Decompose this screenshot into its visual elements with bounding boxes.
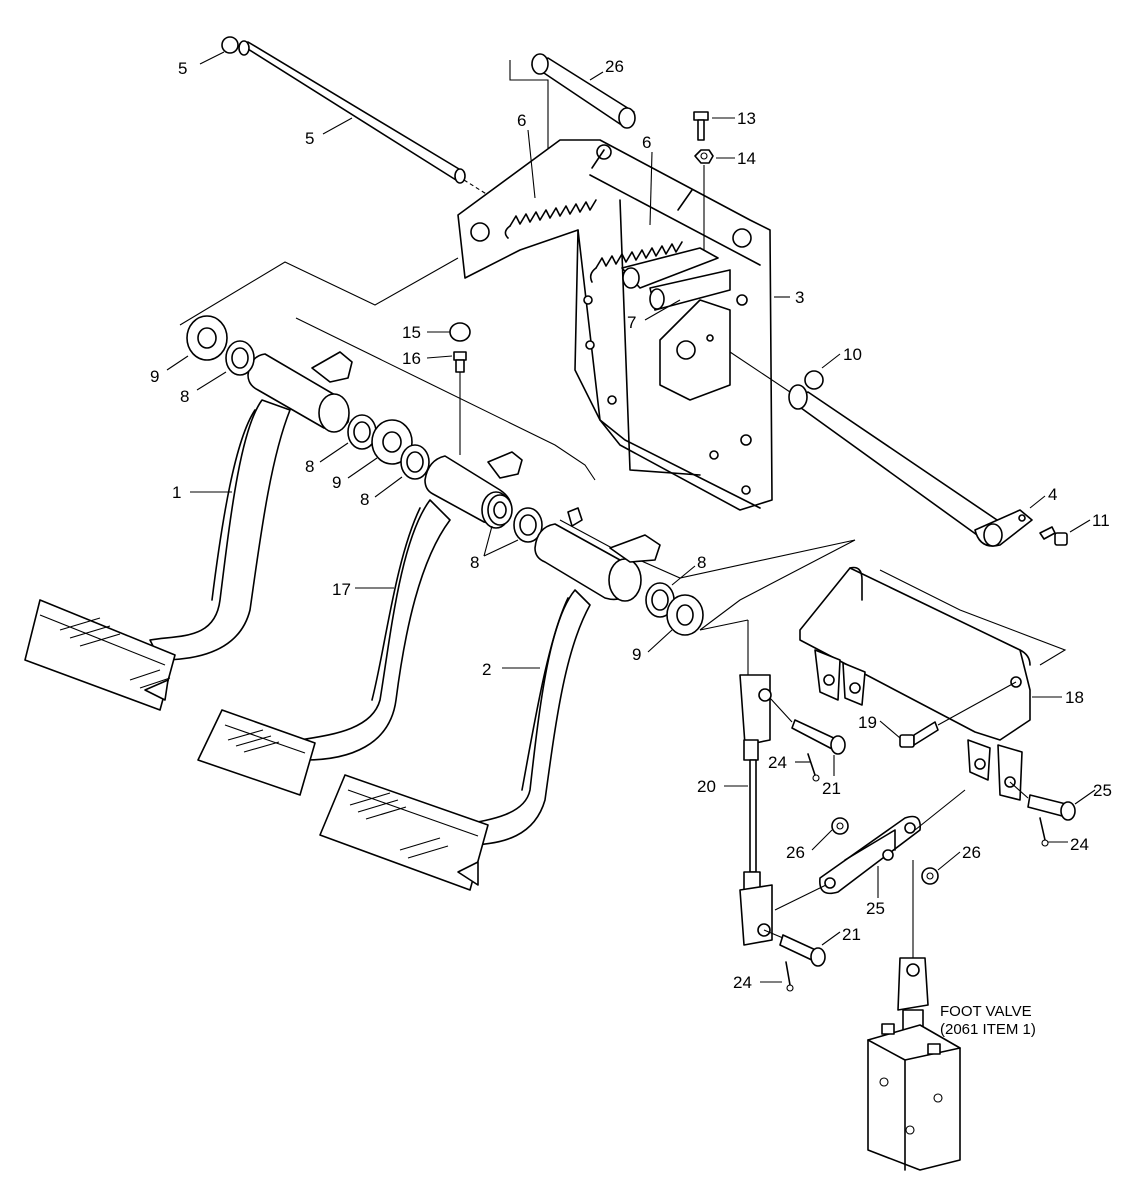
- cross-shaft-part: [729, 351, 1033, 547]
- callout-16: 16: [402, 349, 421, 368]
- callout-5: 5: [305, 129, 314, 148]
- pin-part: [1009, 781, 1076, 821]
- callout-21-a: 21: [822, 779, 841, 798]
- callout-10-top: 5: [178, 59, 187, 78]
- foot-valve-label: FOOT VALVE: [940, 1003, 1032, 1020]
- shaft-part: [238, 40, 521, 216]
- pin-part: [763, 929, 826, 967]
- callout-26: 26: [605, 57, 624, 76]
- washer-part: [186, 315, 228, 361]
- support-bracket-part: [799, 566, 1067, 801]
- callout-13: 13: [737, 109, 756, 128]
- callout-11: 11: [1092, 511, 1110, 530]
- callout-1: 1: [172, 483, 181, 502]
- callout-24: 25: [866, 899, 885, 918]
- bearing-part: [347, 414, 377, 450]
- washer-part: [831, 817, 849, 835]
- callout-21-b: 21: [842, 925, 861, 944]
- callout-19: 19: [858, 713, 877, 732]
- foot-valve-note: FOOT VALVE (2061 ITEM 1): [940, 1003, 1036, 1038]
- callout-22-c: 24: [733, 973, 752, 992]
- pedal-left: [24, 257, 459, 711]
- callout-17: 17: [332, 580, 351, 599]
- washer-part: [921, 867, 939, 885]
- callout-7: 7: [627, 313, 636, 332]
- nut-part: [694, 149, 714, 250]
- leader-lines: [166, 51, 1096, 983]
- cotter-pin-part: [807, 753, 820, 782]
- callout-23: 25: [1093, 781, 1112, 800]
- callout-2: 2: [482, 660, 491, 679]
- pedal-right: [319, 507, 856, 891]
- callout-9-left: 9: [150, 367, 159, 386]
- cotter-pin-part: [1039, 817, 1049, 847]
- bolt-part: [899, 681, 1017, 748]
- foot-valve-reference: (2061 ITEM 1): [940, 1021, 1036, 1038]
- lever-part: [774, 789, 966, 911]
- small-bolt-part: [1039, 526, 1068, 546]
- callout-labels: 5 5 26 6 6 13 14 3 7 10 4 11 15 16 9 8 1…: [150, 57, 1112, 992]
- rod-part: [699, 619, 773, 946]
- callout-8-c: 8: [470, 553, 479, 572]
- bracket-part: [457, 139, 773, 511]
- washer-part: [666, 594, 704, 636]
- callout-15: 15: [402, 323, 421, 342]
- bolt-part: [693, 111, 709, 141]
- foot-valve-part: [867, 860, 961, 1171]
- callout-14: 14: [737, 149, 756, 168]
- callout-6-right: 6: [642, 133, 651, 152]
- callout-10-right: 10: [843, 345, 862, 364]
- spring-left: [504, 149, 605, 239]
- bearing-part: [225, 340, 255, 376]
- bearing-part: [400, 444, 430, 480]
- callout-25-left: 26: [786, 843, 805, 862]
- callout-22-a: 24: [768, 753, 787, 772]
- callout-8-a: 8: [305, 457, 314, 476]
- callout-8-right: 8: [697, 553, 706, 572]
- pipe-part: [509, 53, 636, 230]
- snap-ring-top: [221, 36, 239, 54]
- callout-8-left: 8: [180, 387, 189, 406]
- callout-6-left: 6: [517, 111, 526, 130]
- callout-22-b: 24: [1070, 835, 1089, 854]
- grease-cap-part: [449, 322, 471, 342]
- callout-25-right: 26: [962, 843, 981, 862]
- washer-part: [371, 419, 413, 465]
- callout-9-right: 9: [632, 645, 641, 664]
- spring-right: [589, 189, 693, 283]
- pin-part: [769, 697, 846, 755]
- callout-9-mid: 9: [332, 473, 341, 492]
- callout-3: 3: [795, 288, 804, 307]
- bearing-part: [513, 507, 543, 543]
- callout-8-b: 8: [360, 490, 369, 509]
- callout-20: 20: [697, 777, 716, 796]
- callout-4: 4: [1048, 485, 1057, 504]
- grease-nipple-part: [453, 351, 467, 455]
- bearing-part: [487, 494, 513, 526]
- cotter-pin-part: [785, 961, 794, 992]
- callout-18: 18: [1065, 688, 1084, 707]
